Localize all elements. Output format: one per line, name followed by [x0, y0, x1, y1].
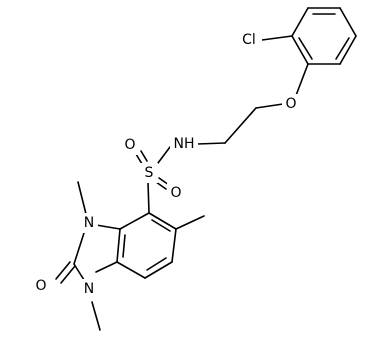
- bond: [291, 35, 309, 65]
- bond: [119, 212, 150, 230]
- bond: [196, 142, 226, 145]
- bond: [224, 107, 257, 144]
- bonds: [55, 7, 357, 331]
- bond: [171, 228, 177, 263]
- chlorine-atom-label: Cl: [242, 32, 256, 48]
- bond: [122, 234, 126, 258]
- sulfonyl-oxygen-atom-label: O: [170, 185, 181, 201]
- sulfonyl-oxygen-atom-label: O: [124, 137, 135, 153]
- sulfur-atom-label: S: [145, 165, 154, 181]
- bond: [151, 219, 171, 232]
- bond: [298, 37, 313, 60]
- bond: [155, 181, 167, 190]
- bond: [291, 7, 309, 37]
- bond: [95, 261, 118, 273]
- bond: [148, 212, 177, 230]
- bond: [335, 37, 350, 60]
- nitrogen-atom-label: N: [84, 215, 94, 231]
- bond: [73, 232, 85, 265]
- bond: [146, 257, 167, 271]
- nitrogen-atom-label: N: [84, 281, 94, 297]
- bond: [73, 263, 85, 281]
- bond: [95, 224, 121, 230]
- amine-nh-atom-label: NH: [174, 136, 195, 152]
- bond: [147, 181, 150, 214]
- bond: [55, 261, 71, 280]
- bond: [60, 265, 76, 284]
- carbonyl-oxygen-atom-label: O: [35, 278, 46, 294]
- bond: [91, 301, 101, 331]
- atom-labels: Cl O NH S O O N N O: [32, 30, 300, 299]
- bond: [116, 228, 121, 263]
- bond: [157, 146, 171, 164]
- bond: [116, 261, 146, 279]
- bond: [339, 35, 357, 65]
- bond: [140, 150, 148, 162]
- bond: [144, 261, 173, 279]
- bond: [77, 181, 87, 215]
- bond: [339, 7, 357, 37]
- bond: [294, 63, 309, 99]
- ether-oxygen-atom-label: O: [285, 96, 296, 112]
- bond: [255, 103, 284, 109]
- bond: [261, 35, 293, 41]
- bond: [175, 215, 205, 230]
- bond: [135, 153, 143, 165]
